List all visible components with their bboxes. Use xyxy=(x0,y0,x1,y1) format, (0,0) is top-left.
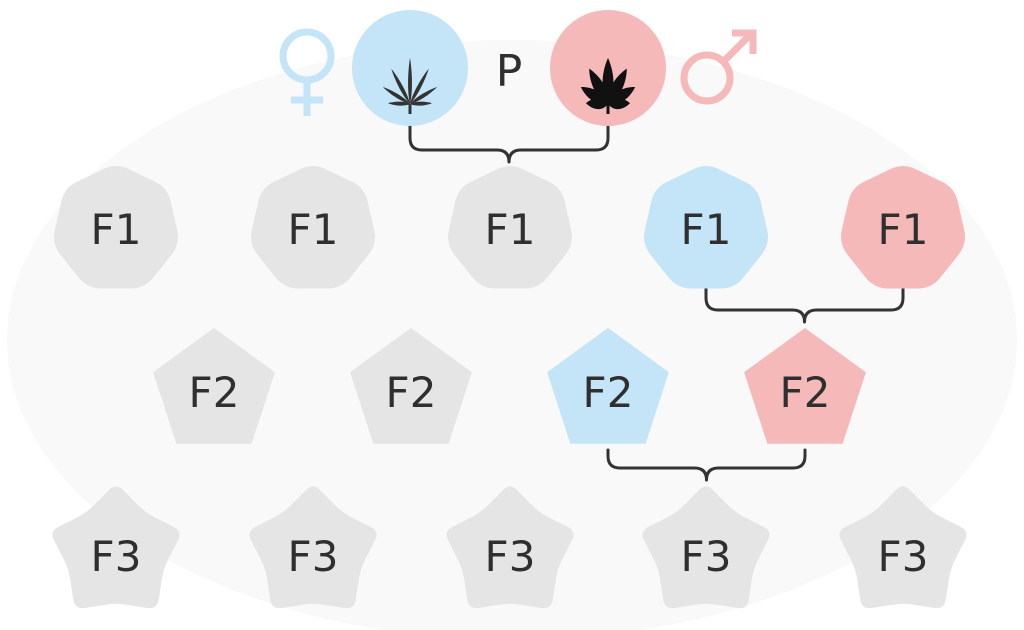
pentagon-shape xyxy=(153,328,275,444)
star-shape xyxy=(839,486,967,609)
node-label: F3 xyxy=(681,532,732,581)
node-label: F3 xyxy=(485,532,536,581)
node-label: F1 xyxy=(288,205,339,254)
star-shape xyxy=(52,486,180,609)
star-shape xyxy=(249,486,377,609)
node-f3-4: F3 xyxy=(642,486,770,609)
node-f2-2: F2 xyxy=(350,328,472,444)
node-label: F1 xyxy=(878,205,929,254)
parent-label: P xyxy=(496,46,523,97)
node-f3-2: F3 xyxy=(249,486,377,609)
node-label: F2 xyxy=(189,368,240,417)
node-f2-3: F2 xyxy=(547,328,669,444)
cannabis-leaf-icon xyxy=(382,58,438,114)
cross-bracket-1 xyxy=(408,124,610,164)
node-f3-1: F3 xyxy=(52,486,180,609)
rounded-heptagon-shape xyxy=(447,166,573,289)
cross-bracket-2 xyxy=(704,285,905,324)
parent-row: P xyxy=(279,10,757,126)
node-f1-5: F1 xyxy=(840,166,966,289)
node-f3-3: F3 xyxy=(446,486,574,609)
cannabis-leaf-icon xyxy=(580,58,636,114)
node-f2-1: F2 xyxy=(153,328,275,444)
female-symbol-icon xyxy=(279,28,335,116)
node-label: F2 xyxy=(780,368,831,417)
background-oval xyxy=(7,40,1017,630)
pentagon-shape xyxy=(547,328,669,444)
rounded-heptagon-shape xyxy=(250,166,376,289)
node-f2-4: F2 xyxy=(744,328,866,444)
star-shape xyxy=(446,486,574,609)
node-label: F2 xyxy=(386,368,437,417)
star-shape xyxy=(642,486,770,609)
node-label: F3 xyxy=(91,532,142,581)
node-f1-1: F1 xyxy=(53,166,179,289)
cross-bracket-3 xyxy=(606,448,807,482)
rounded-heptagon-shape xyxy=(643,166,769,289)
node-label: F1 xyxy=(91,205,142,254)
pentagon-shape xyxy=(744,328,866,444)
node-label: F2 xyxy=(583,368,634,417)
node-label: F3 xyxy=(878,532,929,581)
node-f1-3: F1 xyxy=(447,166,573,289)
rounded-heptagon-shape xyxy=(53,166,179,289)
node-label: F1 xyxy=(681,205,732,254)
cross-connectors xyxy=(408,124,905,482)
node-f3-5: F3 xyxy=(839,486,967,609)
node-label: F1 xyxy=(485,205,536,254)
pentagon-shape xyxy=(350,328,472,444)
node-f1-2: F1 xyxy=(250,166,376,289)
node-label: F3 xyxy=(288,532,339,581)
node-f1-4: F1 xyxy=(643,166,769,289)
rounded-heptagon-shape xyxy=(840,166,966,289)
male-symbol-icon xyxy=(680,29,757,105)
